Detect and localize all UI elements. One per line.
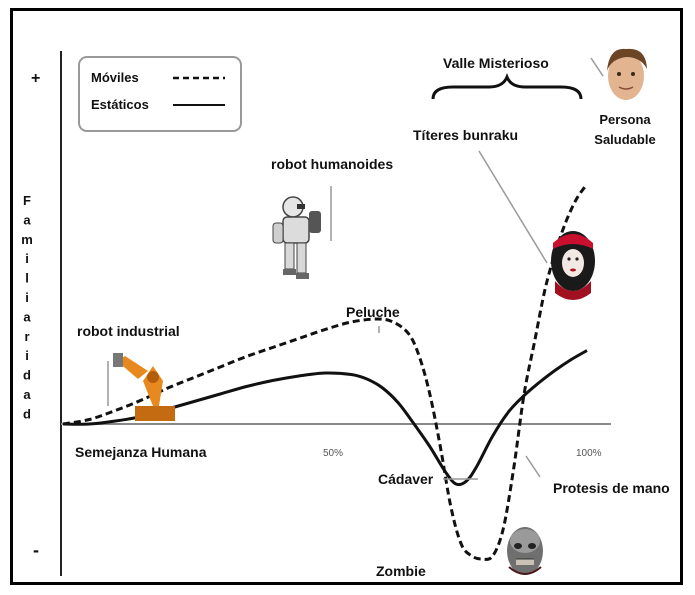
y-axis-label-letter: i — [25, 251, 29, 266]
y-axis-label-letter: a — [23, 387, 31, 402]
chart-title: Valle Misterioso — [443, 55, 549, 71]
annotation-protesis: Protesis de mano — [553, 480, 670, 496]
industrial-robot-image — [113, 353, 175, 421]
y-axis-label-letter: F — [23, 193, 31, 208]
annotation-robot-industrial: robot industrial — [77, 323, 180, 339]
valley-brace — [431, 72, 583, 100]
y-axis-label-letter: i — [25, 290, 29, 305]
series-line-moviles — [62, 183, 589, 561]
legend: Móviles Estáticos — [78, 56, 242, 132]
annotation-zombie: Zombie — [376, 563, 426, 579]
y-axis-label-letter: a — [23, 212, 31, 227]
x-tick-label-100: 100% — [576, 448, 602, 459]
annotation-pointer-titeres — [478, 150, 548, 264]
bunraku-puppet-image — [551, 231, 595, 300]
x-tick-label-50: 50% — [323, 448, 343, 459]
y-axis-label-letter: d — [23, 368, 31, 383]
legend-label-moviles: Móviles — [91, 70, 139, 85]
humanoid-robot-image — [272, 196, 321, 279]
y-axis-label-letter: l — [25, 271, 29, 286]
annotation-titeres: Títeres bunraku — [413, 127, 518, 143]
y-axis-label-letter: d — [23, 406, 31, 421]
zombie-image — [507, 527, 543, 575]
y-axis-label-letter: a — [23, 309, 31, 324]
healthy-person-image — [607, 48, 647, 100]
legend-label-estaticos: Estáticos — [91, 97, 149, 112]
series-line-estaticos — [62, 349, 588, 487]
y-axis-label-letter: m — [21, 232, 33, 247]
annotation-robot-humanoides: robot humanoides — [271, 156, 393, 172]
y-minus-label: - — [33, 540, 39, 560]
annotation-peluche: Peluche — [346, 304, 400, 320]
y-axis-label-letter: r — [24, 329, 29, 344]
annotation-pointer-protesis — [525, 455, 541, 478]
annotation-cadaver: Cádaver — [378, 471, 434, 487]
y-axis-label-letter: i — [25, 348, 29, 363]
annotation-pointer-persona — [590, 57, 604, 77]
x-axis-label: Semejanza Humana — [75, 444, 207, 460]
y-plus-label: + — [31, 70, 40, 87]
